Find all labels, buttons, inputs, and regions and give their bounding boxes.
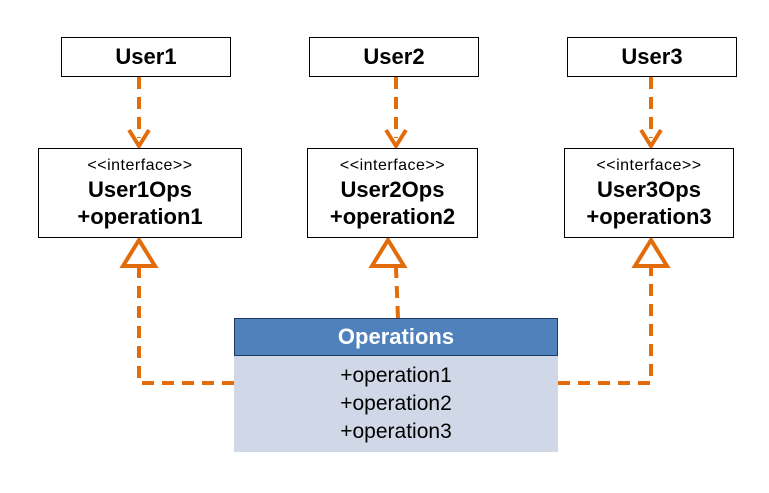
operations-class-body: +operation1 +operation2 +operation3 [234,356,558,452]
operations-item-1: +operation1 [340,364,452,387]
user3ops-name: User3Ops [597,177,701,202]
realization-triangle-user1ops [119,236,159,268]
user3ops-operation: +operation3 [586,204,712,229]
operations-item-2: +operation2 [340,392,452,415]
realization-line-user3ops [558,268,653,385]
user2ops-operation: +operation2 [329,204,456,229]
user1ops-operation: +operation1 [77,204,203,229]
user1-box: User1 [61,37,231,77]
user1ops-interface: <<interface>> User1Ops +operation1 [38,148,242,238]
user3-box: User3 [567,37,737,77]
user2-box: User2 [309,37,479,77]
operations-class-name: Operations [337,324,455,349]
user2ops-interface: <<interface>> User2Ops +operation2 [307,148,478,238]
realization-triangle-user3ops [631,236,671,268]
user3-label: User3 [621,44,683,69]
user2-label: User2 [363,44,425,69]
operations-class: Operations +operation1 +operation2 +oper… [234,318,558,452]
user3ops-interface: <<interface>> User3Ops +operation3 [564,148,734,238]
arrowhead-user3ops [639,128,663,150]
arrowhead-user2ops [384,128,408,150]
user1-label: User1 [115,44,177,69]
user1ops-name: User1Ops [88,177,192,202]
user2ops-stereotype: <<interface>> [339,157,446,174]
operations-item-3: +operation3 [340,420,452,443]
realization-line-user1ops [137,268,234,385]
user3ops-stereotype: <<interface>> [596,157,702,174]
realization-triangle-user2ops [368,236,408,268]
user2ops-name: User2Ops [340,177,445,202]
realization-line-user2ops [394,267,400,319]
operations-class-header: Operations [234,318,558,356]
arrowhead-user1ops [127,128,151,150]
user1ops-stereotype: <<interface>> [87,157,193,174]
